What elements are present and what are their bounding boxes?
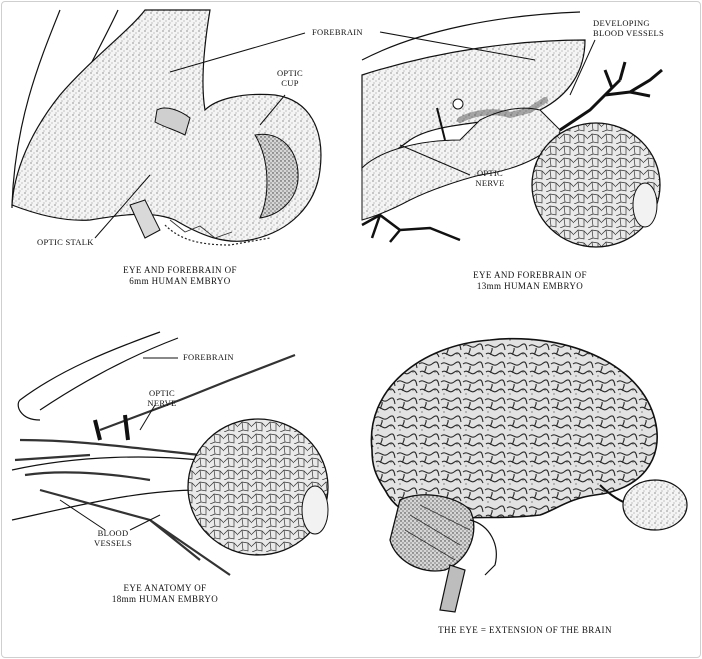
caption-panel-3: EYE ANATOMY OF 18mm HUMAN EMBRYO xyxy=(85,583,245,605)
label-p2-developing-line2: BLOOD VESSELS xyxy=(593,28,665,38)
caption-panel-3-line2: 18mm HUMAN EMBRYO xyxy=(111,594,219,604)
label-p2-optic-nerve-line1: OPTIC xyxy=(476,168,504,178)
panel-1-drawing xyxy=(11,9,322,246)
caption-panel-2-line2: 13mm HUMAN EMBRYO xyxy=(476,281,584,291)
caption-panel-2-line1: EYE AND FOREBRAIN OF xyxy=(473,270,587,280)
label-p2-optic-nerve-line2: NERVE xyxy=(475,178,505,188)
caption-panel-1: EYE AND FOREBRAIN OF 6mm HUMAN EMBRYO xyxy=(95,265,265,287)
label-p2-developing-line1: DEVELOPING xyxy=(593,18,650,28)
panel-4-brain xyxy=(370,337,688,613)
label-p3-blood-vessels-line2: VESSELS xyxy=(94,538,132,548)
label-p3-optic-nerve-line1: OPTIC xyxy=(148,388,176,398)
caption-panel-4: THE EYE = EXTENSION OF THE BRAIN xyxy=(410,625,640,636)
caption-panel-4-line1: THE EYE = EXTENSION OF THE BRAIN xyxy=(438,625,612,635)
label-p3-optic-nerve-line2: NERVE xyxy=(147,398,177,408)
label-p1-optic-cup-line2: CUP xyxy=(281,78,299,88)
caption-panel-1-line1: EYE AND FOREBRAIN OF xyxy=(123,265,237,275)
label-p1-optic-cup-line1: OPTIC xyxy=(276,68,304,78)
caption-panel-2: EYE AND FOREBRAIN OF 13mm HUMAN EMBRYO xyxy=(445,270,615,292)
caption-panel-1-line2: 6mm HUMAN EMBRYO xyxy=(129,276,231,286)
caption-panel-3-line1: EYE ANATOMY OF xyxy=(123,583,207,593)
label-p1-forebrain: FOREBRAIN xyxy=(312,27,363,37)
panel-2-drawing xyxy=(361,11,663,248)
label-p3-blood-vessels-line1: BLOOD xyxy=(97,528,129,538)
label-p1-optic-stalk: OPTIC STALK xyxy=(37,237,94,247)
label-p3-forebrain: FOREBRAIN xyxy=(183,352,234,362)
panel-3-drawing xyxy=(11,331,329,576)
